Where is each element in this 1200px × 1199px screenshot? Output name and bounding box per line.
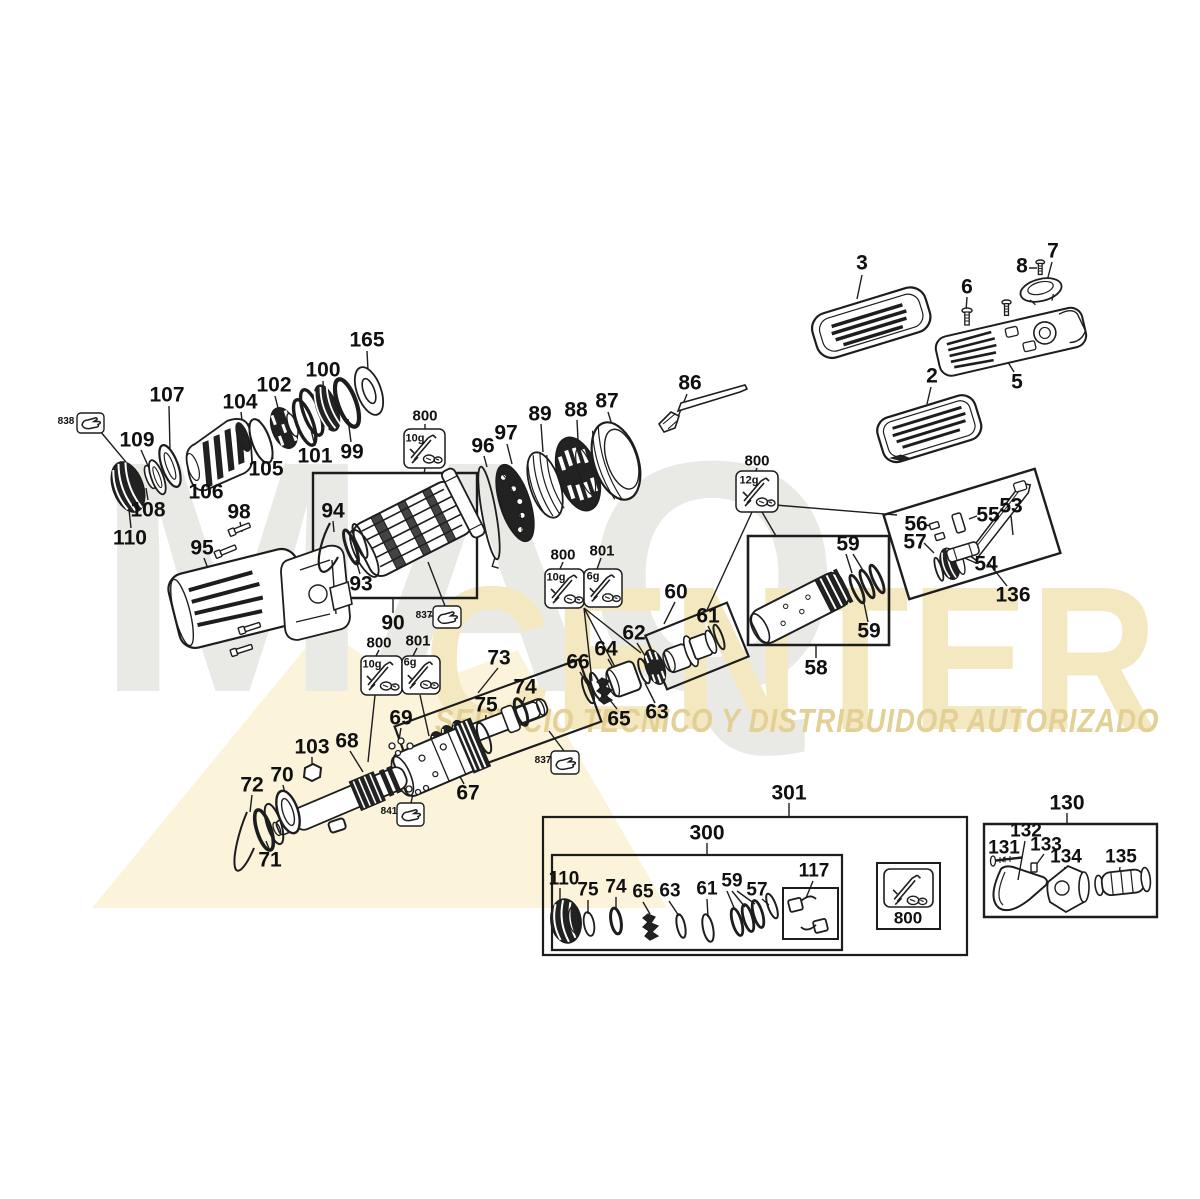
part-102-gear — [266, 404, 304, 452]
part-98-bolt-b — [213, 543, 238, 560]
part-165-washer — [349, 363, 389, 418]
part-75b-ring — [582, 911, 596, 936]
part-86-chisel — [659, 385, 747, 432]
part-60-ram — [658, 627, 721, 676]
part-97-bearing — [488, 460, 541, 545]
part-103-nut — [304, 764, 321, 781]
part-6-screw-b — [1001, 299, 1012, 316]
part-7-cap — [1018, 274, 1065, 307]
part-58-piston — [745, 569, 852, 647]
service-kit-300 — [548, 892, 828, 944]
part-93-rings — [341, 523, 371, 566]
box-800-kit — [877, 863, 940, 929]
part-99-ring — [330, 376, 364, 429]
box-130 — [984, 824, 1157, 917]
part-134-clamp — [1047, 866, 1089, 912]
box-136 — [884, 469, 1061, 599]
part-133-pin — [1031, 863, 1037, 872]
part-132-strap — [993, 866, 1047, 910]
part-117-brushes — [788, 896, 829, 933]
part-65-clip — [597, 678, 612, 704]
part-95-housing — [165, 546, 352, 652]
box-301 — [543, 817, 967, 955]
part-53-shank — [952, 479, 1047, 562]
part-61-ring — [711, 624, 726, 651]
part-136-group — [918, 479, 1050, 583]
part-56-key-b — [935, 532, 945, 540]
part-54-sleeve — [946, 541, 980, 563]
part-61b-ring — [700, 913, 716, 942]
part-74-ring — [512, 697, 531, 727]
part-104-ring — [233, 421, 253, 453]
icon-boxes — [77, 413, 933, 907]
part-98-bolt-a — [227, 521, 252, 538]
part-57b-ring — [764, 892, 780, 919]
part-59b-rings — [729, 899, 766, 936]
part-2-cover — [874, 392, 985, 466]
part-88-roller-cage — [547, 432, 609, 517]
box-58 — [748, 536, 889, 645]
part-98-bolt-d — [229, 642, 254, 658]
part-108-ring — [146, 458, 170, 496]
part-135-grip — [1094, 867, 1152, 897]
part-89-spring-ring — [520, 448, 570, 522]
box-300 — [552, 855, 842, 950]
part-94-circlip — [319, 523, 338, 572]
part-87-ring-gear — [583, 416, 650, 506]
part-110-cap — [105, 457, 151, 516]
part-59-rings — [847, 564, 887, 605]
part-96-clip — [474, 465, 506, 569]
part-105-sleeve — [245, 416, 278, 465]
part-8-screw — [1035, 259, 1046, 276]
part-103b-block — [328, 818, 347, 833]
part-63b-ring — [675, 913, 688, 938]
part-107-ring — [155, 443, 185, 490]
part-65b-clip — [643, 914, 658, 940]
watermark-subtitle: SERVICIO TECNICO Y DISTRIBUIDOR AUTORIZA… — [435, 702, 1160, 739]
part-55-bar — [952, 513, 966, 534]
box-117 — [783, 888, 838, 939]
part-72-circlip — [234, 812, 254, 871]
part-69-balls — [389, 738, 429, 795]
part-131-screw — [991, 856, 1023, 866]
side-handle-group-130 — [991, 856, 1152, 912]
part-3-cover — [808, 283, 934, 361]
part-56-key-a — [929, 521, 939, 529]
part-64-cylinder — [603, 660, 642, 699]
part-5-housing — [933, 305, 1088, 378]
part-67-cylinder — [385, 718, 491, 802]
part-90-barrel — [340, 467, 487, 591]
part-110b-cap — [548, 897, 584, 945]
part-6-screw — [961, 307, 973, 326]
part-62-gear — [640, 647, 669, 687]
part-74b-ring — [609, 907, 623, 934]
part-71-rings — [251, 802, 287, 852]
